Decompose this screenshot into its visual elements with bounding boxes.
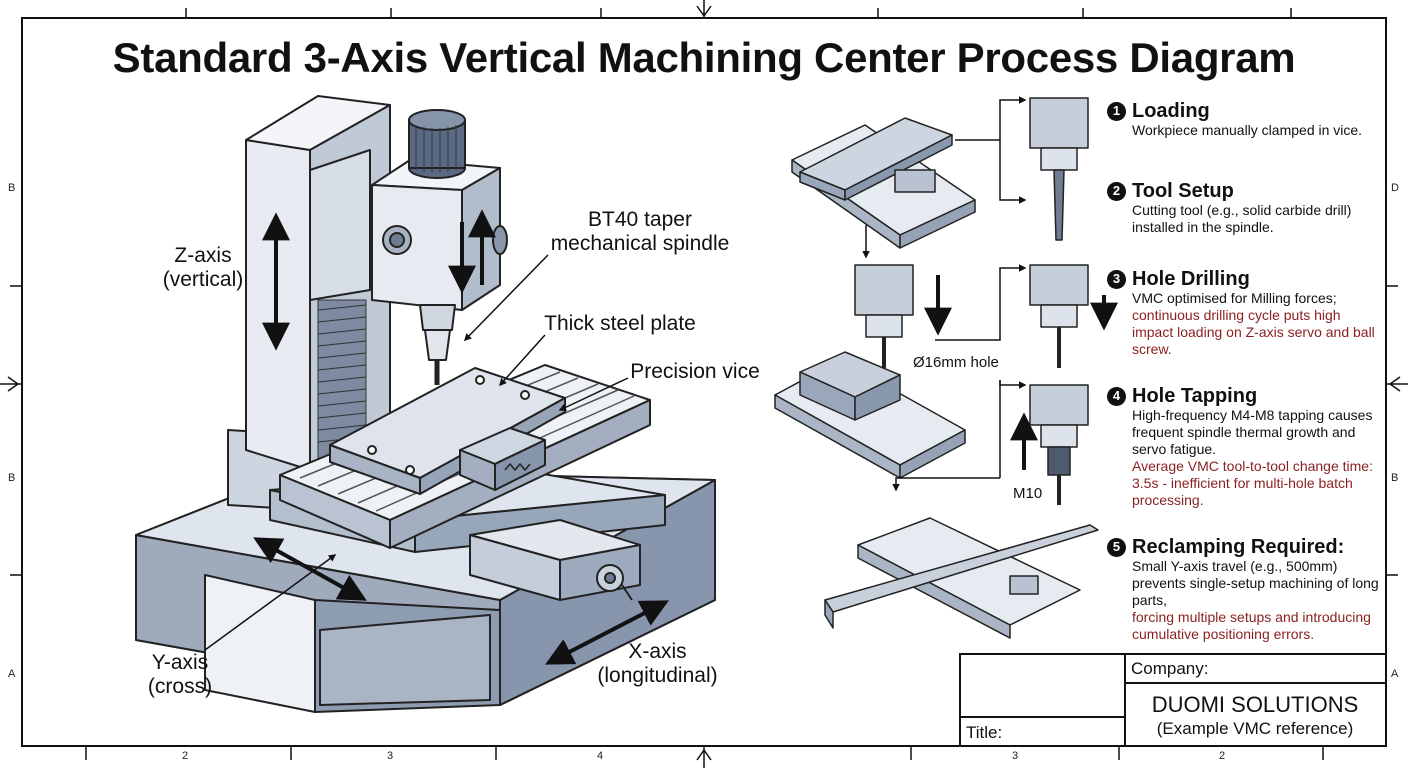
zone-ref-bottom: 3 [387,750,394,762]
zone-ref-bottom: 2 [182,750,189,762]
step-title: Hole Tapping [1132,385,1258,407]
hole-label: Ø16mm hole [913,354,999,371]
step-title: Reclamping Required: [1132,536,1345,558]
step-warning: continuous drilling cycle puts high impa… [1132,307,1375,357]
process-vignettes [774,97,1099,639]
step-warning: forcing multiple setups and introducing … [1132,609,1371,642]
plate-label: Thick steel plate [544,312,696,335]
border-ticks [10,8,1398,760]
vice-label: Precision vice [630,360,760,383]
company-label: Company: [1131,659,1209,678]
zone-ref-left: B [8,182,16,194]
tap-label: M10 [1013,485,1043,502]
zone-ref-right: B [1391,472,1399,484]
step-number: 2 [1107,181,1126,201]
z-axis-label: Z-axis (vertical) [162,244,244,291]
step-number: 1 [1107,101,1126,121]
title-block-lines [959,653,1387,747]
machine-axis-arrows [253,209,669,665]
company-name: DUOMI SOLUTIONS [1151,692,1359,717]
step-number: 4 [1107,386,1126,406]
step-title: Tool Setup [1132,180,1234,202]
step-body: VMC optimised for Milling forces; [1132,290,1337,306]
y-axis-label: Y-axis (cross) [147,651,213,698]
zone-ref-right: D [1391,182,1399,194]
step-loading: 1 Loading Workpiece manually clamped in v… [1107,100,1382,139]
step-hole-drilling: 3 Hole Drilling VMC optimised for Milling… [1107,268,1382,358]
company-subtitle: (Example VMC reference) [1156,719,1354,738]
zone-ref-left: A [8,668,16,680]
diagram-title: Standard 3-Axis Vertical Machining Cente… [112,34,1296,81]
step-number: 3 [1107,269,1126,289]
zone-ref-bottom: 4 [597,750,604,762]
x-axis-label: X-axis (longitudinal) [597,640,718,687]
step-body: High-frequency M4-M8 tapping causes freq… [1132,407,1373,457]
feed-arrows [924,275,1118,470]
zone-ref-bottom: 3 [1012,750,1019,762]
step-hole-tapping: 4 Hole Tapping High-frequency M4-M8 tappi… [1107,385,1382,509]
zone-ref-right: A [1391,668,1399,680]
step-warning: Average VMC tool-to-tool change time: 3.… [1132,458,1373,508]
step-reclamping: 5 Reclamping Required: Small Y-axis trave… [1107,536,1382,643]
vmc-machine [135,95,716,713]
step-title: Hole Drilling [1132,268,1250,290]
spindle-label: BT40 taper mechanical spindle [550,208,730,255]
step-body: Cutting tool (e.g., solid carbide drill)… [1132,202,1352,235]
step-body: Workpiece manually clamped in vice. [1132,122,1363,138]
leader-lines [204,254,629,651]
step-title: Loading [1132,100,1210,122]
step-body: Small Y-axis travel (e.g., 500mm) preven… [1132,558,1379,608]
flow-arrows [862,96,1027,492]
zone-ref-bottom: 2 [1219,750,1226,762]
step-number: 5 [1107,537,1126,557]
step-tool-setup: 2 Tool Setup Cutting tool (e.g., solid ca… [1107,180,1382,236]
zone-ref-left: B [8,472,16,484]
title-label: Title: [966,723,1003,742]
